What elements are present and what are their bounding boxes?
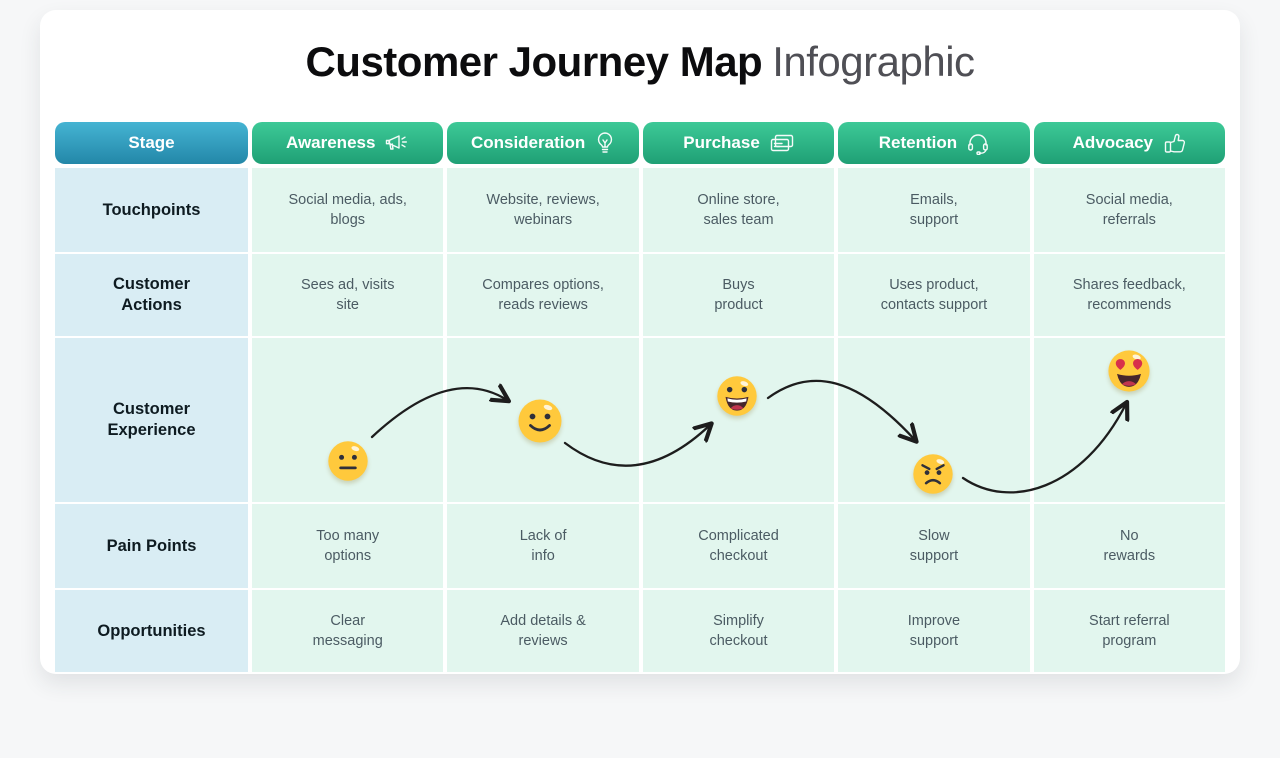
row-touchpoints: Touchpoints Social media, ads, blogs Web… (55, 168, 1226, 252)
cell-pain-consideration: Lack of info (447, 504, 639, 588)
header-awareness-label: Awareness (285, 133, 376, 152)
header-purchase-label: Purchase (683, 133, 760, 152)
headset-icon (967, 132, 989, 155)
cell-touchpoints-retention: Emails, support (838, 168, 1030, 252)
header-advocacy-label: Advocacy (1072, 133, 1153, 152)
row-label-touchpoints: Touchpoints (55, 168, 248, 252)
cell-touchpoints-awareness: Social media, ads, blogs (252, 168, 444, 252)
cell-actions-retention: Uses product, contacts support (838, 254, 1030, 336)
cell-experience-retention (838, 338, 1030, 502)
cell-actions-consideration: Compares options, reads reviews (447, 254, 639, 336)
cell-opportunities-advocacy: Start referral program (1033, 590, 1226, 672)
row-customer-experience: Customer Experience (55, 338, 1226, 502)
row-label-opportunities: Opportunities (55, 590, 248, 672)
cell-touchpoints-advocacy: Social media, referrals (1033, 168, 1226, 252)
row-pain-points: Pain Points Too many options Lack of inf… (55, 504, 1226, 588)
header-stage-label: Stage (128, 133, 175, 152)
cell-pain-retention: Slow support (838, 504, 1030, 588)
cell-pain-awareness: Too many options (252, 504, 444, 588)
header-awareness: Awareness (252, 122, 444, 164)
cell-touchpoints-purchase: Online store, sales team (642, 168, 835, 252)
header-stage: Stage (55, 122, 248, 164)
cell-opportunities-consideration: Add details & reviews (447, 590, 639, 672)
cell-opportunities-retention: Improve support (838, 590, 1030, 672)
megaphone-icon (385, 132, 409, 154)
cell-actions-advocacy: Shares feedback, recommends (1033, 254, 1226, 336)
cell-experience-purchase (642, 338, 835, 502)
title-main: Customer Journey Map (305, 38, 763, 85)
header-consideration: Consideration (447, 122, 639, 164)
customer-journey-table: Stage Awareness Consideration (55, 122, 1226, 672)
cell-experience-consideration (447, 338, 639, 502)
thumbs-up-icon (1163, 132, 1186, 155)
cell-touchpoints-consideration: Website, reviews, webinars (447, 168, 639, 252)
cell-pain-advocacy: No rewards (1033, 504, 1226, 588)
cell-actions-purchase: Buys product (642, 254, 835, 336)
cell-actions-awareness: Sees ad, visits site (252, 254, 444, 336)
cell-opportunities-purchase: Simplify checkout (642, 590, 835, 672)
header-consideration-label: Consideration (470, 133, 586, 152)
cell-opportunities-awareness: Clear messaging (252, 590, 444, 672)
credit-card-icon (770, 132, 794, 154)
row-label-pain-points: Pain Points (55, 504, 248, 588)
title-suffix: Infographic (772, 38, 975, 85)
cell-experience-advocacy (1033, 338, 1226, 502)
header-retention: Retention (838, 122, 1030, 164)
stage-header-row: Stage Awareness Consideration (55, 122, 1226, 164)
header-purchase: Purchase (642, 122, 835, 164)
cell-pain-purchase: Complicated checkout (642, 504, 835, 588)
cell-experience-awareness (252, 338, 444, 502)
lightbulb-icon (595, 131, 615, 155)
row-opportunities: Opportunities Clear messaging Add detail… (55, 590, 1226, 672)
header-advocacy: Advocacy (1033, 122, 1226, 164)
row-label-customer-experience: Customer Experience (55, 338, 248, 502)
row-label-customer-actions: Customer Actions (55, 254, 248, 336)
row-customer-actions: Customer Actions Sees ad, visits site Co… (55, 254, 1226, 336)
header-retention-label: Retention (878, 133, 958, 152)
